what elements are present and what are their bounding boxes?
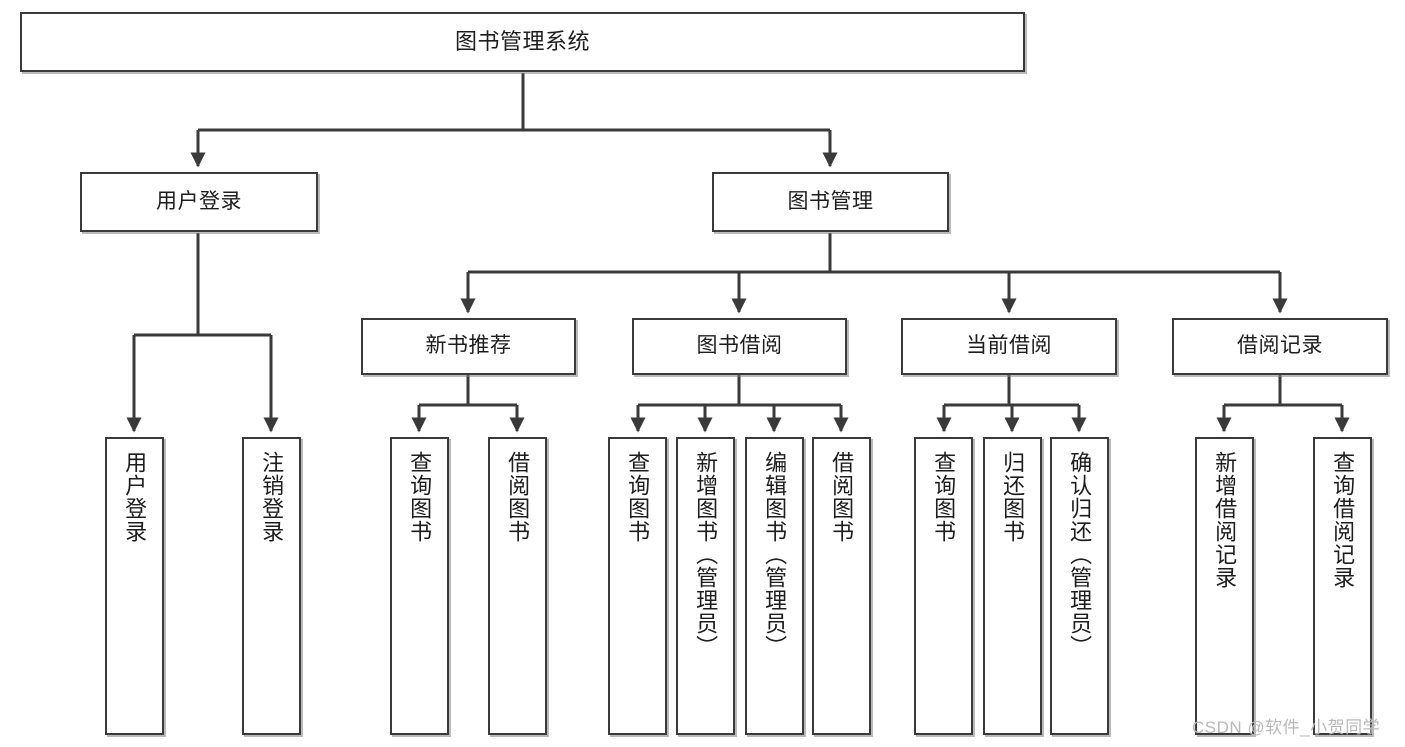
node-leaf-bb-query[interactable]: 查询图书 [608, 437, 667, 735]
node-root[interactable]: 图书管理系统 [20, 12, 1025, 72]
node-leaf-bb-query-label: 查询图书 [625, 451, 651, 543]
node-new-book-rec[interactable]: 新书推荐 [361, 318, 576, 375]
node-leaf-rec-borrow[interactable]: 借阅图书 [488, 437, 547, 735]
node-leaf-bb-add-label: 新增图书（管理员） [693, 451, 719, 658]
node-leaf-br-query[interactable]: 查询借阅记录 [1313, 437, 1372, 735]
node-leaf-logout-label: 注销登录 [259, 451, 285, 543]
node-book-manage-label: 图书管理 [787, 189, 874, 213]
node-leaf-br-add[interactable]: 新增借阅记录 [1195, 437, 1254, 735]
node-leaf-cb-query[interactable]: 查询图书 [914, 437, 973, 735]
node-new-book-rec-label: 新书推荐 [425, 334, 512, 358]
node-leaf-br-query-label: 查询借阅记录 [1330, 451, 1356, 589]
node-user-login-label: 用户登录 [156, 189, 242, 213]
node-leaf-bb-edit-label: 编辑图书（管理员） [762, 451, 788, 658]
node-leaf-user-login[interactable]: 用户登录 [105, 437, 164, 735]
node-leaf-cb-return[interactable]: 归还图书 [983, 437, 1042, 735]
node-leaf-cb-confirm[interactable]: 确认归还（管理员） [1050, 437, 1109, 735]
node-current-borrow[interactable]: 当前借阅 [901, 318, 1117, 375]
node-root-label: 图书管理系统 [454, 29, 590, 55]
watermark: CSDN @软件_小贺同学 [1192, 718, 1381, 737]
node-user-login[interactable]: 用户登录 [80, 172, 318, 232]
node-borrow-record[interactable]: 借阅记录 [1172, 318, 1388, 375]
node-book-manage[interactable]: 图书管理 [712, 172, 949, 232]
node-leaf-bb-borrow[interactable]: 借阅图书 [812, 437, 871, 735]
node-book-borrow[interactable]: 图书借阅 [632, 318, 847, 375]
node-current-borrow-label: 当前借阅 [966, 334, 1052, 358]
node-leaf-cb-query-label: 查询图书 [931, 451, 957, 543]
node-leaf-rec-borrow-label: 借阅图书 [505, 451, 531, 543]
node-leaf-bb-borrow-label: 借阅图书 [829, 451, 855, 543]
node-leaf-rec-query[interactable]: 查询图书 [390, 437, 449, 735]
node-leaf-cb-return-label: 归还图书 [1000, 451, 1026, 543]
node-leaf-user-login-label: 用户登录 [122, 451, 148, 543]
node-leaf-logout[interactable]: 注销登录 [242, 437, 301, 735]
node-leaf-bb-edit[interactable]: 编辑图书（管理员） [745, 437, 804, 735]
node-leaf-cb-confirm-label: 确认归还（管理员） [1067, 451, 1093, 658]
node-leaf-bb-add[interactable]: 新增图书（管理员） [676, 437, 735, 735]
node-leaf-br-add-label: 新增借阅记录 [1212, 451, 1238, 589]
node-book-borrow-label: 图书借阅 [696, 334, 783, 358]
node-leaf-rec-query-label: 查询图书 [407, 451, 433, 543]
node-borrow-record-label: 借阅记录 [1237, 334, 1323, 358]
